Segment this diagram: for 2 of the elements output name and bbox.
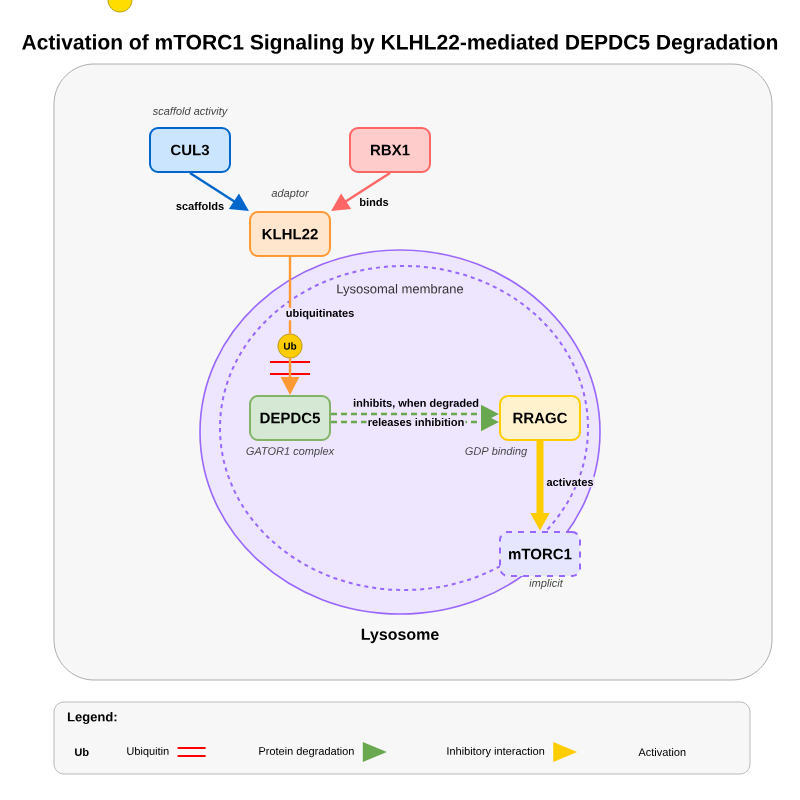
title: Activation of mTORC1 Signaling by KLHL22-mediated DEPDC5 Degradation bbox=[22, 34, 778, 54]
node-label: Lysosome bbox=[361, 628, 439, 644]
